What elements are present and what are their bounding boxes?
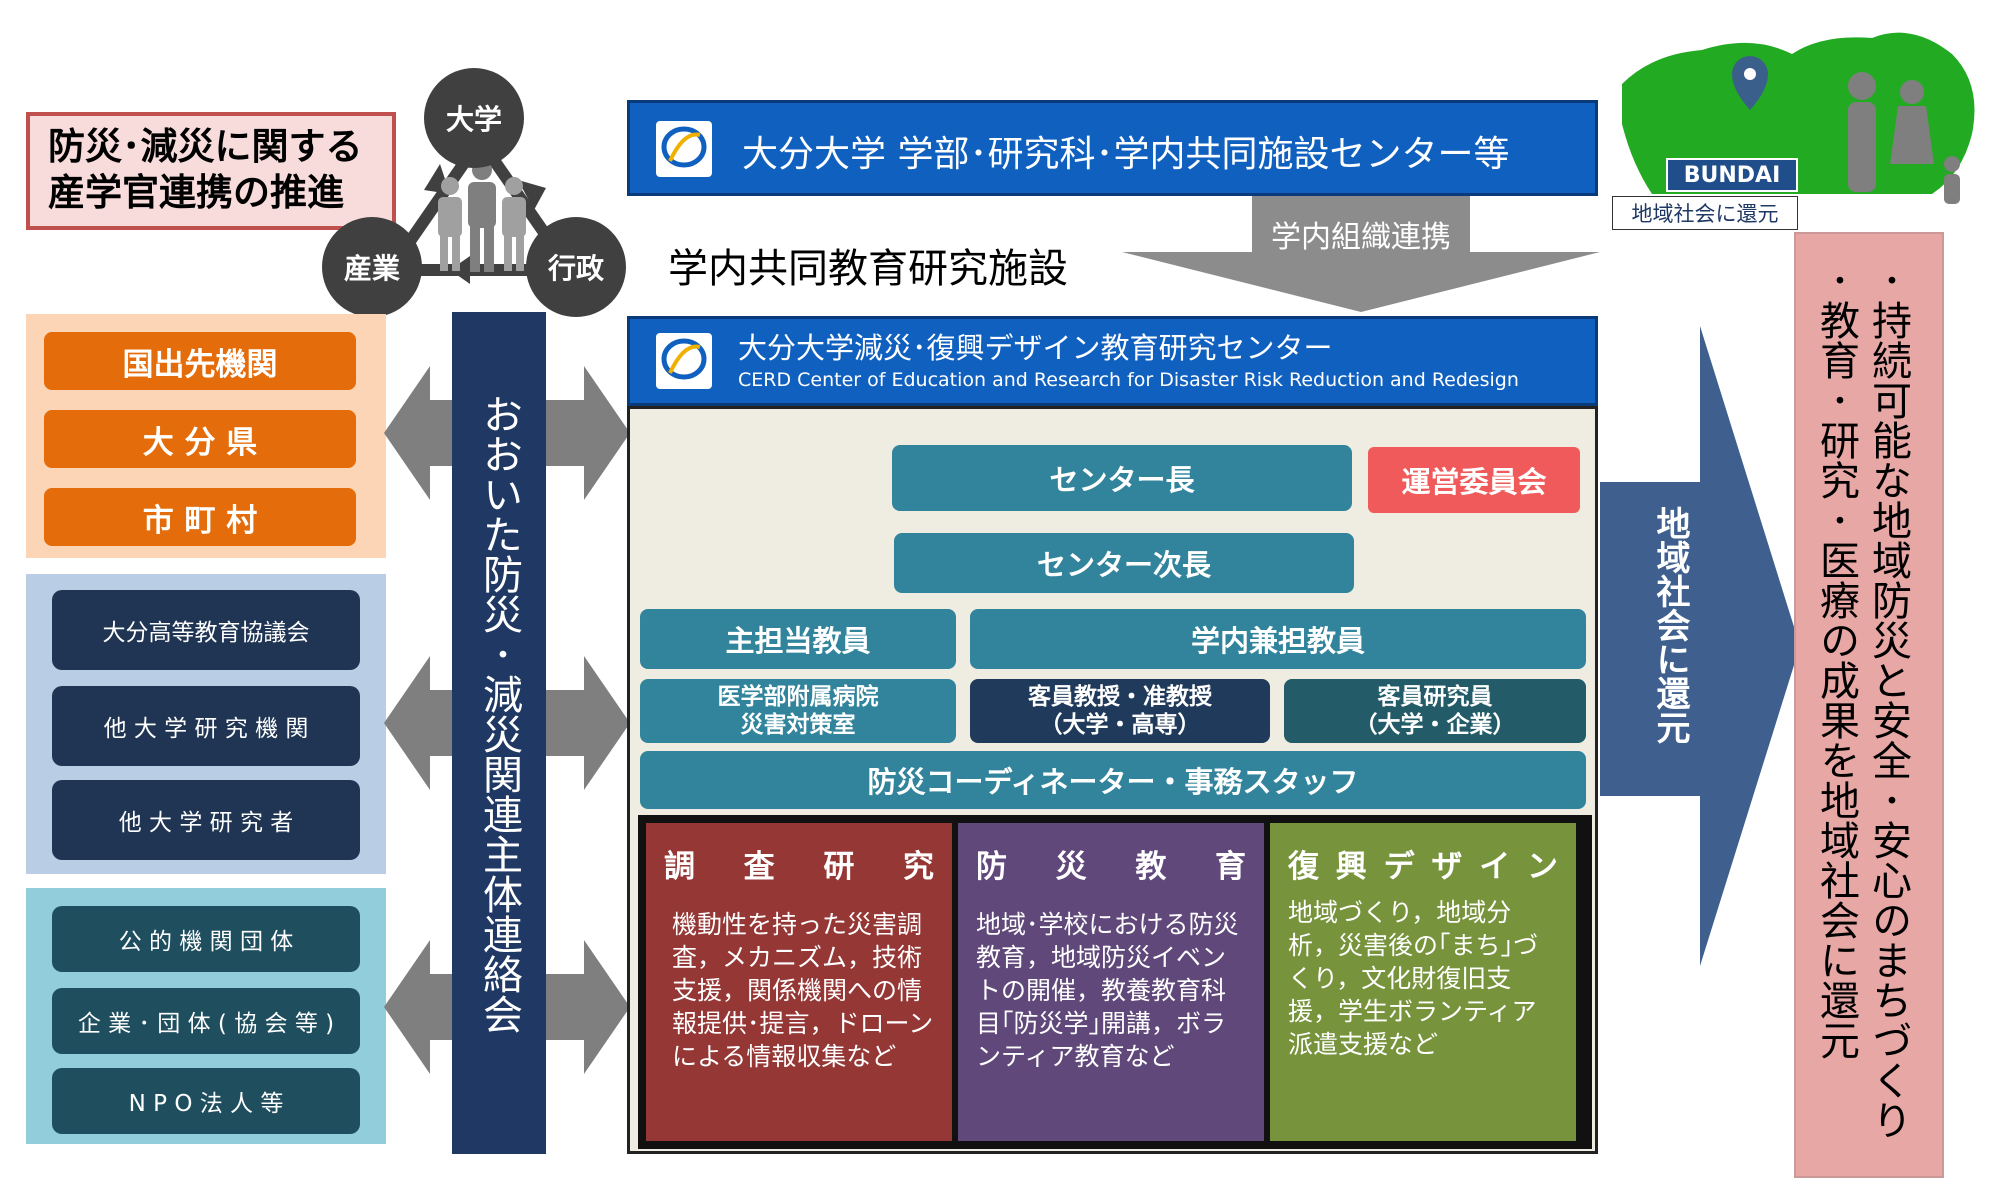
design-title-char: ザ: [1431, 849, 1463, 885]
center-director: センター長: [892, 445, 1352, 511]
education-title-char: 育: [1214, 849, 1246, 885]
return-to-society-arrow: [1600, 326, 1800, 966]
promo-line1: 防災･減災に関する: [48, 125, 363, 168]
visiting-prof-line2: （大学・高専）: [1039, 712, 1201, 738]
main-faculty: 主担当教員: [640, 609, 956, 669]
hospital-line1: 医学部附属病院: [717, 684, 879, 710]
design-text: 地域づくり，地域分析，災害後の｢まち｣づくり，文化財復旧支援，学生ボランティア派…: [1288, 898, 1539, 1059]
goal-line1: ･持続可能な地域防災と安全･安心のまちづくり: [1865, 260, 1911, 1140]
steering-committee: 運営委員会: [1368, 447, 1580, 513]
oita-map-family-illustration: [1622, 32, 1975, 204]
item-other-university-institutes: 他 大 学 研 究 機 関: [52, 686, 360, 766]
cerd-title-ja: 大分大学減災･復興デザイン教育研究センター: [738, 331, 1333, 365]
bundai-logo: BUNDAI: [1666, 158, 1798, 192]
goal-line2: ･教育･研究･医療の成果を地域社会に還元: [1813, 260, 1859, 1060]
design-title-char: イ: [1479, 849, 1511, 885]
design-title-char: デ: [1383, 849, 1415, 885]
visiting-prof-line1: 客員教授・准教授: [1028, 684, 1212, 710]
education-column: 防 災 教 育 地域･学校における防災教育，地域防災イベントの開催，教養教育科目…: [958, 823, 1264, 1141]
design-title-char: 興: [1335, 849, 1367, 885]
item-companies: 企 業 ･ 団 体 ( 協 会 等 ): [52, 988, 360, 1054]
university-header: 大分大学 学部･研究科･学内共同施設センター等: [627, 100, 1598, 196]
left-group-government: 国出先機関 大 分 県 市 町 村: [26, 314, 386, 558]
item-municipalities: 市 町 村: [44, 488, 356, 546]
research-column: 調 査 研 究 機動性を持った災害調査，メカニズム，技術支援，関係機関への情報提…: [646, 823, 952, 1141]
item-npo: N P O 法 人 等: [52, 1068, 360, 1134]
education-title: 防 災 教 育: [976, 841, 1246, 886]
visiting-res-line1: 客員研究員: [1377, 684, 1493, 710]
item-public-organizations: 公 的 機 関 団 体: [52, 906, 360, 972]
hospital-disaster-office: 医学部附属病院 災害対策室: [640, 679, 956, 743]
design-title-char: 復: [1288, 849, 1319, 885]
education-title-char: 防: [976, 849, 1007, 885]
cerd-header: 大分大学減災･復興デザイン教育研究センター CERD Center of Edu…: [627, 316, 1598, 406]
research-title-char: 調: [664, 849, 695, 885]
internal-link-label: 学内組織連携: [1271, 220, 1451, 255]
university-logo: [656, 121, 712, 177]
label-university: 大学: [445, 103, 502, 136]
liaison-council-label: おおいた防災･減災関連主体連絡会: [476, 394, 522, 1034]
hospital-line2: 災害対策室: [740, 712, 856, 738]
design-title: 復 興 デ ザ イ ン: [1288, 841, 1558, 886]
coordinator-staff: 防災コーディネーター・事務スタッフ: [640, 751, 1586, 809]
visiting-res-line2: （大学・企業）: [1354, 712, 1516, 738]
activities-frame: 調 査 研 究 機動性を持った災害調査，メカニズム，技術支援，関係機関への情報提…: [638, 815, 1592, 1149]
people-icon: [438, 160, 526, 272]
label-government: 行政: [547, 252, 604, 285]
item-oita-prefecture: 大 分 県: [44, 410, 356, 468]
left-group-academia: 大分高等教育協議会 他 大 学 研 究 機 関 他 大 学 研 究 者: [26, 574, 386, 874]
circle-university: 大学: [424, 68, 524, 168]
education-title-char: 教: [1135, 849, 1167, 885]
circle-government: 行政: [526, 217, 626, 317]
promo-line2: 産学官連携の推進: [48, 171, 344, 214]
design-column: 復 興 デ ザ イ ン 地域づくり，地域分析，災害後の｢まち｣づくり，文化財復旧…: [1270, 823, 1576, 1141]
left-group-organizations: 公 的 機 関 団 体 企 業 ･ 団 体 ( 協 会 等 ) N P O 法 …: [26, 888, 386, 1144]
goals-band: ･持続可能な地域防災と安全･安心のまちづくり ･教育･研究･医療の成果を地域社会…: [1794, 232, 1944, 1178]
center-vice-director: センター次長: [894, 533, 1354, 593]
facility-label: 学内共同教育研究施設: [668, 246, 1068, 292]
item-national-agencies: 国出先機関: [44, 332, 356, 390]
research-title-char: 究: [902, 849, 934, 885]
promo-box: 防災･減災に関する 産学官連携の推進: [26, 112, 396, 230]
cerd-logo: [656, 333, 712, 389]
joint-faculty: 学内兼担教員: [970, 609, 1586, 669]
research-title-char: 研: [823, 849, 855, 885]
research-text: 機動性を持った災害調査，メカニズム，技術支援，関係機関への情報提供･提言，ドロー…: [672, 910, 934, 1071]
return-to-society-label: 地域社会に還元: [1650, 506, 1690, 744]
education-text: 地域･学校における防災教育，地域防災イベントの開催，教養教育科目｢防災学｣開講，…: [976, 910, 1239, 1071]
visiting-professors: 客員教授・准教授 （大学・高専）: [970, 679, 1270, 743]
cerd-title-en: CERD Center of Education and Research fo…: [738, 369, 1519, 391]
item-higher-education-council: 大分高等教育協議会: [52, 590, 360, 670]
visiting-researchers: 客員研究員 （大学・企業）: [1284, 679, 1586, 743]
liaison-council-banner: おおいた防災･減災関連主体連絡会: [452, 312, 546, 1154]
cerd-body: センター長 運営委員会 センター次長 主担当教員 学内兼担教員 医学部附属病院 …: [627, 406, 1598, 1154]
internal-link-arrow: [1122, 196, 1600, 312]
design-title-char: ン: [1526, 849, 1558, 885]
research-title: 調 査 研 究: [664, 841, 934, 886]
research-title-char: 査: [743, 849, 775, 885]
bundai-caption: 地域社会に還元: [1612, 196, 1798, 230]
circle-industry: 産業: [322, 217, 422, 317]
label-industry: 産業: [343, 252, 400, 285]
education-title-char: 災: [1055, 849, 1087, 885]
university-header-title: 大分大学 学部･研究科･学内共同施設センター等: [742, 134, 1510, 175]
item-other-university-researchers: 他 大 学 研 究 者: [52, 780, 360, 860]
